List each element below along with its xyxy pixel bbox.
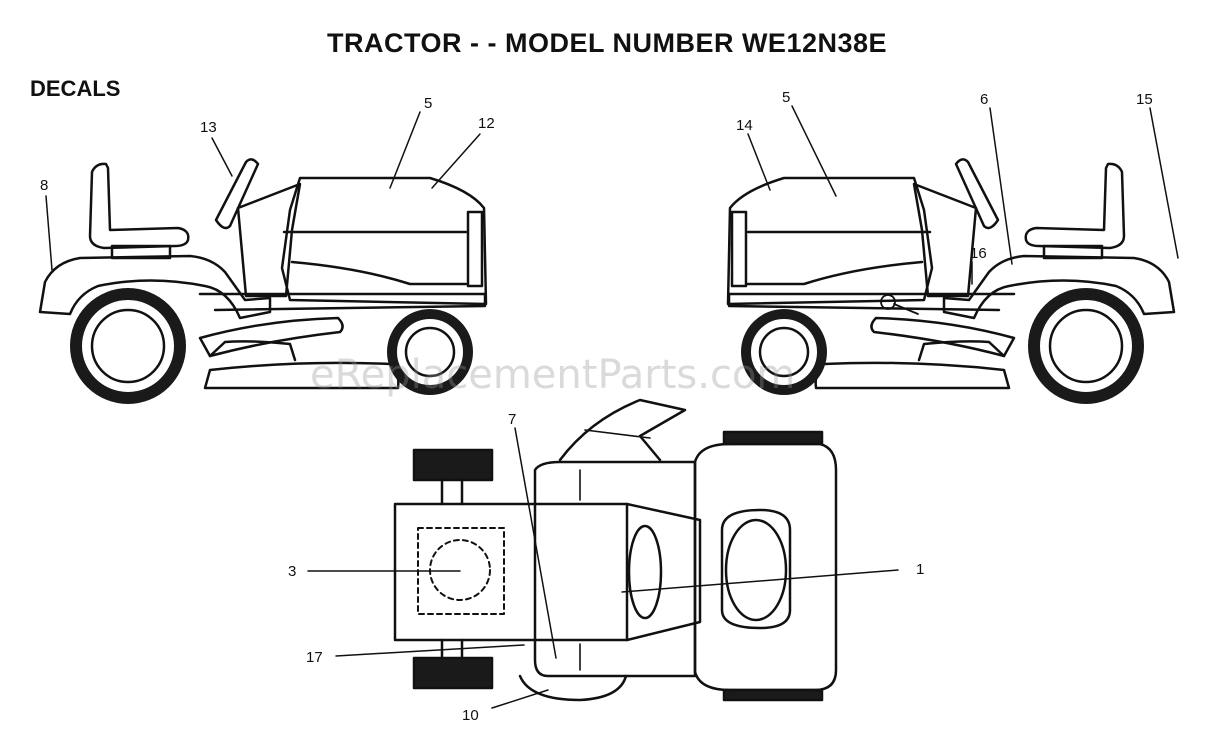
callout-13: 13 [200,119,217,136]
callout-5-left: 5 [424,95,432,112]
top-body [533,460,697,678]
leader-14 [747,133,771,191]
left-seat [88,162,190,250]
leader-13 [211,137,233,177]
right-front-hub [758,326,810,378]
left-steering-wheel [214,158,260,230]
top-front-axle-upper [440,478,464,506]
diagram-title: TRACTOR - - MODEL NUMBER WE12N38E [326,28,888,58]
section-heading: DECALS [30,76,121,101]
top-rear-body [693,442,838,692]
top-column [625,502,702,642]
top-steering-hub [627,524,663,620]
top-seat [720,508,792,630]
top-discharge-chute [558,398,687,462]
right-seat [1024,162,1126,250]
left-rear-fender [38,254,272,320]
right-deck-lever [870,316,1016,358]
left-dash [236,182,302,298]
left-side-tractor [38,111,488,404]
left-hood-side [290,260,468,286]
callout-3: 3 [288,563,296,580]
leader-5a [389,111,421,189]
left-deck-hanger [208,340,297,362]
top-chute-inner [584,429,651,439]
right-mower-deck [814,361,1011,390]
left-hood-grille [466,210,484,288]
right-rear-fender [942,254,1176,320]
leader-1 [621,569,899,593]
callout-1: 1 [916,561,924,578]
top-rear-tire-upper [722,430,824,446]
left-front-wheel [387,309,473,395]
top-mower-deck [518,674,628,702]
right-side-details [747,105,1179,315]
leader-7 [514,427,557,659]
top-decal-3-circle [429,539,491,601]
callout-16: 16 [970,245,987,262]
right-seat-base [1042,244,1104,260]
top-rear-tire-lower [722,688,824,702]
right-front-wheel [741,309,827,395]
left-deck-lever [198,316,344,358]
left-seat-base [110,244,172,260]
leader-17 [335,644,525,657]
right-key-knob [880,294,896,310]
leader-12 [431,133,481,189]
left-rear-hub [90,308,166,384]
callout-14: 14 [736,117,753,134]
callout-6: 6 [980,91,988,108]
top-front-tire-lower [412,656,494,690]
leader-10 [491,689,549,709]
callout-12: 12 [478,115,495,132]
callout-7: 7 [508,411,516,428]
top-seat-pad [724,518,788,622]
right-dash [912,182,978,298]
callout-8: 8 [40,177,48,194]
callout-15: 15 [1136,91,1153,108]
left-rear-wheel [70,288,186,404]
right-steering-wheel [954,158,1000,230]
callout-5-right: 5 [782,89,790,106]
top-view-tractor [307,398,899,709]
callout-10: 10 [462,707,479,724]
right-side-tractor [726,158,1176,404]
right-hood-grille [730,210,748,288]
callout-17: 17 [306,649,323,666]
leader-8 [45,195,53,271]
watermark: eReplacementParts.com [310,352,796,398]
leader-15 [1149,107,1179,259]
left-front-hub [404,326,456,378]
right-deck-hanger [917,340,1006,362]
top-hood [393,502,629,642]
top-front-tire-upper [412,448,494,482]
leader-5b [791,105,837,197]
leader-6 [989,107,1013,265]
right-rear-hub [1048,308,1124,384]
right-hood-side [746,260,924,286]
right-rear-wheel [1028,288,1144,404]
right-key-handle [893,303,919,315]
